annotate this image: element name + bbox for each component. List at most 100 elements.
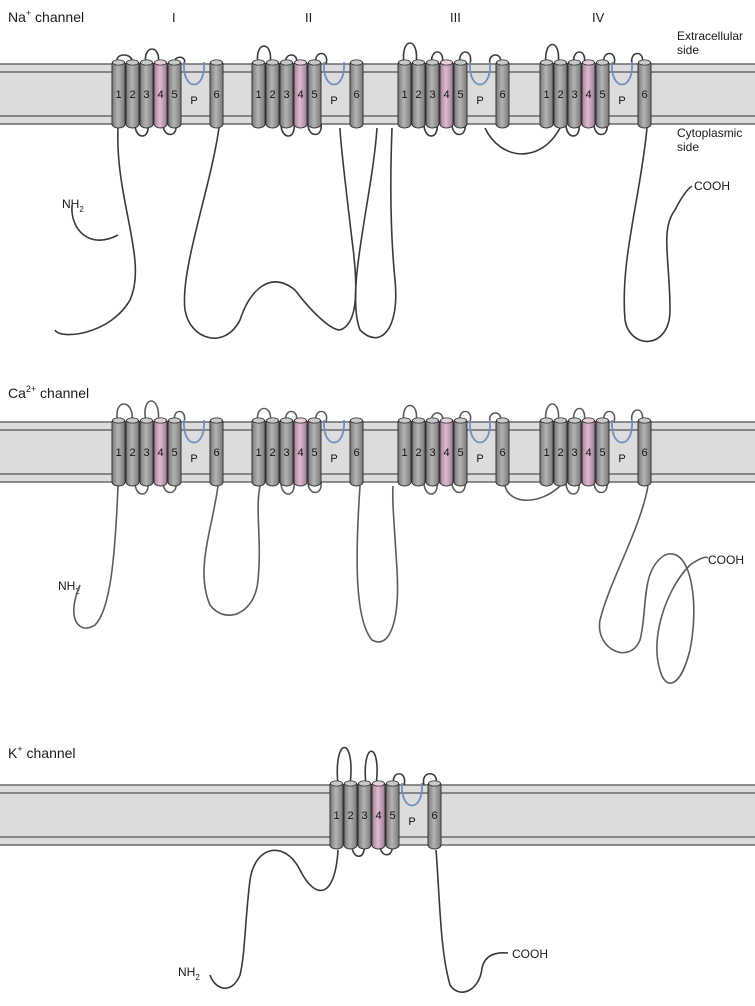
na-domain-1-helix-label-4: 4: [157, 89, 163, 101]
ca-domain-3-helix-label-4: 4: [443, 447, 449, 459]
ca-domain-2-pore-label: P: [330, 453, 337, 465]
ca-domain-2-helix-6: 6: [350, 418, 363, 486]
na-domain-2-helix-label-2: 2: [269, 89, 275, 101]
na-domain-4-helix-label-3: 3: [571, 89, 577, 101]
na-domain-3-helix-label-4: 4: [443, 89, 449, 101]
na-domain-3-helix-label-5: 5: [457, 89, 463, 101]
ca-domain-4-helix-3: 3: [568, 418, 581, 486]
na-domain-4-helix-4: 4: [582, 60, 595, 128]
na-domain-4-helix-1: 1: [540, 60, 553, 128]
na-nterm-label: NH2: [62, 197, 84, 214]
na-domain-3-helix-label-1: 1: [401, 89, 407, 101]
na-domain-4-helix-3: 3: [568, 60, 581, 128]
na-cterm-label: COOH: [694, 179, 730, 193]
ca-domain-2-helix-label-6: 6: [353, 447, 359, 459]
na-domain-1-helix-label-3: 3: [143, 89, 149, 101]
ca-domain-3-helix-2: 2: [412, 418, 425, 486]
na-domain-2-helix-3: 3: [280, 60, 293, 128]
k-domain-helix-label-3: 3: [361, 810, 367, 822]
na-domain-2-helix-label-6: 6: [353, 89, 359, 101]
ca-domain-1-helix-label-2: 2: [129, 447, 135, 459]
ca-domain-3-pore-label: P: [476, 453, 483, 465]
na-domain-2-helix-1: 1: [252, 60, 265, 128]
domain-label-ii: II: [305, 10, 312, 25]
na-domain-2-helix-5: 5: [308, 60, 321, 128]
ca-domain-4-helix-6: 6: [638, 418, 651, 486]
k-domain-helix-6: 6: [428, 781, 441, 849]
na-domain-1-helix-label-1: 1: [115, 89, 121, 101]
k-domain-helix-4: 4: [372, 781, 385, 849]
na-domain-2-helix-6: 6: [350, 60, 363, 128]
na-domain-1-helix-3: 3: [140, 60, 153, 128]
ca-domain-3-helix-label-2: 2: [415, 447, 421, 459]
na-domain-4-helix-5: 5: [596, 60, 609, 128]
k-cterm-label: COOH: [512, 947, 548, 961]
na-domain-4-pore-label: P: [618, 95, 625, 107]
ca-domain-1-helix-4: 4: [154, 418, 167, 486]
ca-domain-4-helix-5: 5: [596, 418, 609, 486]
na-domain-2-helix-label-4: 4: [297, 89, 303, 101]
ca-channel-title: Ca2+ channel: [8, 384, 89, 401]
k-nterm-label: NH2: [178, 965, 200, 982]
na-domain-3-helix-label-6: 6: [499, 89, 505, 101]
na-domain-2-helix-4: 4: [294, 60, 307, 128]
na-domain-3-helix-5: 5: [454, 60, 467, 128]
k-domain-helix-label-4: 4: [375, 810, 381, 822]
ca-domain-2-helix-label-1: 1: [255, 447, 261, 459]
na-domain-2-pore-label: P: [330, 95, 337, 107]
na-domain-3-helix-label-3: 3: [429, 89, 435, 101]
na-domain-1-helix-6: 6: [210, 60, 223, 128]
na-domain-2-helix-label-1: 1: [255, 89, 261, 101]
ca-domain-1-helix-label-5: 5: [171, 447, 177, 459]
k-domain-helix-label-2: 2: [347, 810, 353, 822]
na-domain-1-helix-2: 2: [126, 60, 139, 128]
na-domain-2-helix-label-3: 3: [283, 89, 289, 101]
na-domain-3-helix-2: 2: [412, 60, 425, 128]
ca-domain-2-helix-label-5: 5: [311, 447, 317, 459]
ca-domain-2-helix-label-4: 4: [297, 447, 303, 459]
extracellular-label: Extracellular side: [677, 29, 746, 57]
na-domain-2-helix-label-5: 5: [311, 89, 317, 101]
ca-domain-3-helix-4: 4: [440, 418, 453, 486]
ca-domain-1-helix-label-3: 3: [143, 447, 149, 459]
domain-label-iii: III: [450, 10, 461, 25]
domain-label-iv: IV: [592, 10, 605, 25]
na-channel-panel: Na+ channel I II III IV Extracellular si…: [0, 8, 755, 341]
k-domain-helix-2: 2: [344, 781, 357, 849]
ca-domain-1-helix-label-1: 1: [115, 447, 121, 459]
domain-label-i: I: [172, 10, 176, 25]
na-domain-3-helix-label-2: 2: [415, 89, 421, 101]
ca-domain-4-pore-label: P: [618, 453, 625, 465]
na-domain-3-helix-6: 6: [496, 60, 509, 128]
ca-domain-1-helix-label-6: 6: [213, 447, 219, 459]
ca-domain-2-helix-1: 1: [252, 418, 265, 486]
cytoplasmic-label: Cytoplasmic side: [677, 126, 746, 154]
ca-domain-2-helix-3: 3: [280, 418, 293, 486]
ca-domain-1-pore-label: P: [190, 453, 197, 465]
ca-cterm-label: COOH: [708, 553, 744, 567]
ca-domain-4-helix-4: 4: [582, 418, 595, 486]
ca-domain-4-helix-label-3: 3: [571, 447, 577, 459]
na-domain-3-helix-3: 3: [426, 60, 439, 128]
na-domain-1-helix-4: 4: [154, 60, 167, 128]
ca-domain-4-helix-label-5: 5: [599, 447, 605, 459]
ca-domain-3-helix-3: 3: [426, 418, 439, 486]
ca-domain-3-helix-1: 1: [398, 418, 411, 486]
ca-domain-4-helix-label-4: 4: [585, 447, 591, 459]
ca-domain-4-helix-label-6: 6: [641, 447, 647, 459]
na-domain-1-helix-label-6: 6: [213, 89, 219, 101]
ca-domain-1-helix-6: 6: [210, 418, 223, 486]
na-domain-4-helix-label-6: 6: [641, 89, 647, 101]
k-domain-helix-1: 1: [330, 781, 343, 849]
k-domain-helix-label-5: 5: [389, 810, 395, 822]
na-domain-3-helix-4: 4: [440, 60, 453, 128]
k-domain-helix-label-6: 6: [431, 810, 437, 822]
ca-domain-1-helix-1: 1: [112, 418, 125, 486]
ca-domain-2-helix-label-2: 2: [269, 447, 275, 459]
ca-domain-2-helix-4: 4: [294, 418, 307, 486]
na-domain-1-helix-label-5: 5: [171, 89, 177, 101]
na-domain-3-helix-1: 1: [398, 60, 411, 128]
